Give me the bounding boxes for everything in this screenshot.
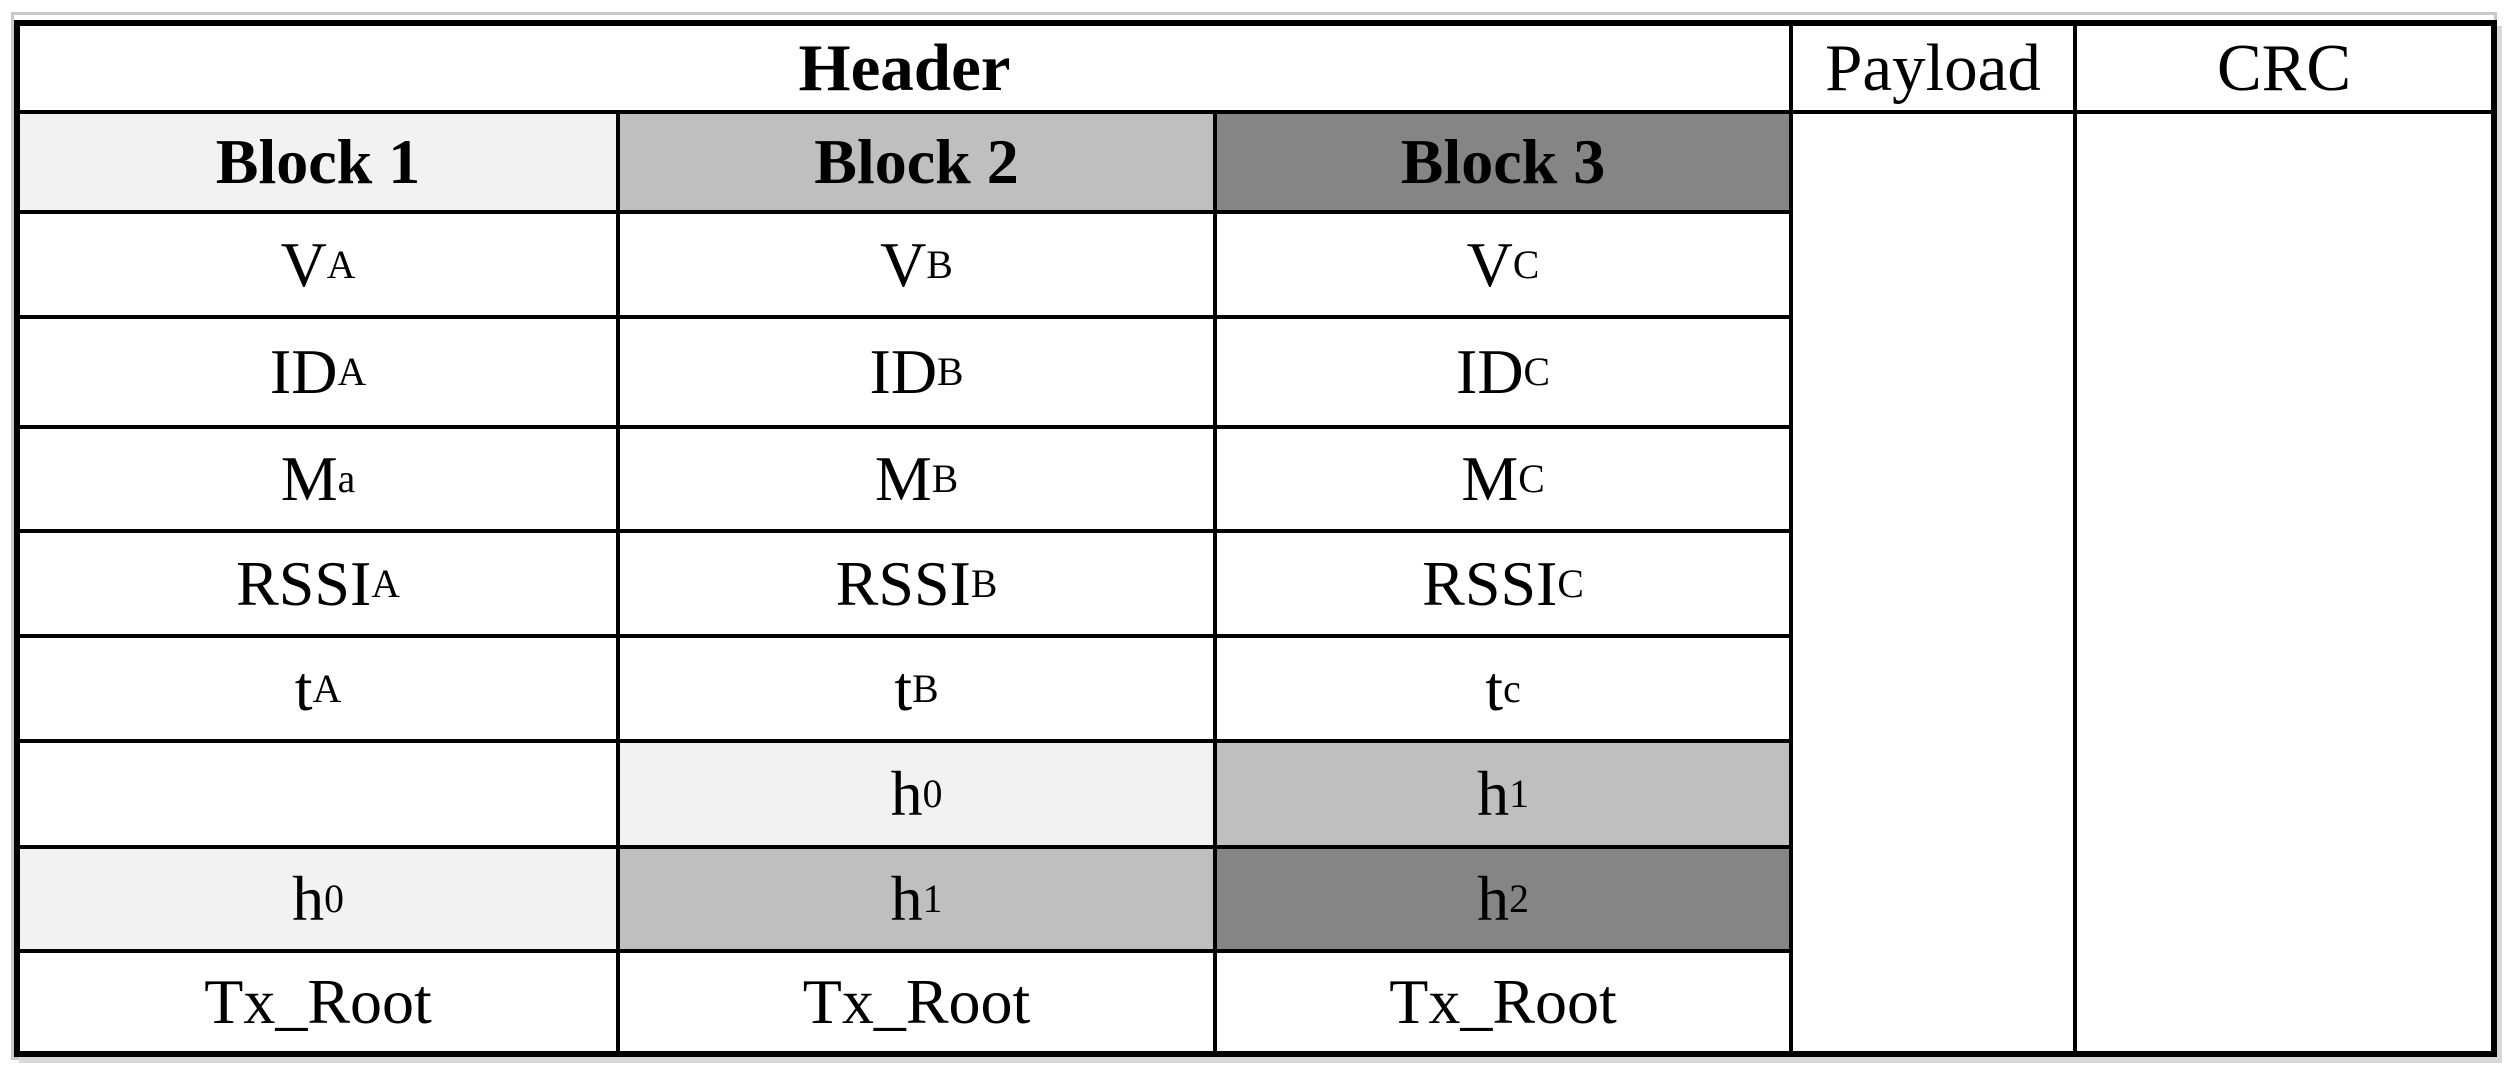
field-label: ID: [269, 336, 338, 407]
field-label: RSSI: [236, 547, 372, 619]
cell-tx-root: Tx_Root: [1217, 953, 1789, 1051]
block-2-header-cell: Block 2: [620, 114, 1213, 210]
field-label: V: [880, 228, 927, 300]
field-label: ID: [869, 336, 938, 407]
header-cell: Header: [20, 26, 1789, 110]
cell-empty: [20, 743, 616, 845]
block-3-header-cell: Block 3: [1217, 114, 1789, 210]
field-label: M: [1461, 443, 1519, 514]
cell-tx-root: Tx_Root: [20, 953, 616, 1051]
field-label: M: [874, 443, 932, 514]
field-label: t: [294, 652, 313, 724]
field-label: t: [1485, 652, 1504, 724]
block-1-header-cell: Block 1: [20, 114, 616, 210]
field-label: V: [280, 228, 327, 300]
field-label: Tx_Root: [204, 966, 432, 1037]
crc-body-cell: [2077, 114, 2491, 1051]
field-label: Tx_Root: [1389, 966, 1617, 1037]
crc-header-cell: CRC: [2077, 26, 2491, 110]
field-label: h: [1477, 863, 1510, 934]
field-label: t: [894, 652, 913, 724]
field-label: h: [890, 863, 923, 934]
payload-header-cell: Payload: [1793, 26, 2073, 110]
field-label: V: [1466, 228, 1513, 300]
field-label: h: [292, 863, 325, 934]
field-label: RSSI: [835, 547, 971, 619]
field-label: h: [1477, 758, 1510, 829]
field-label: ID: [1456, 336, 1524, 407]
field-label: M: [280, 443, 338, 514]
cell-tx-root: Tx_Root: [620, 953, 1213, 1051]
payload-body-cell: [1793, 114, 2073, 1051]
field-label: RSSI: [1422, 547, 1558, 619]
field-label: h: [890, 758, 923, 829]
field-label: Tx_Root: [802, 966, 1031, 1037]
